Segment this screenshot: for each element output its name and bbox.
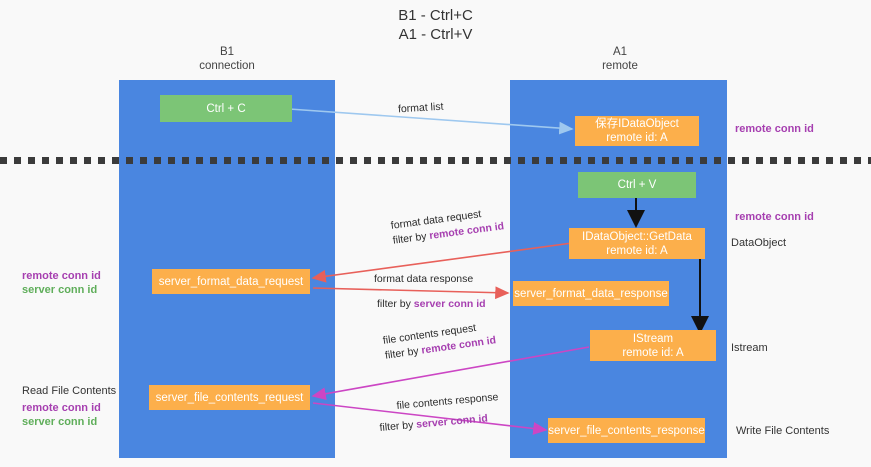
edge-label-format-list-text: format list xyxy=(397,100,444,116)
edge-label-file-contents-request-filter-prefix: filter by xyxy=(384,344,423,362)
annotation-read-file-contents: Read File Contents xyxy=(22,385,117,397)
edge-label-format-data-response-filter-prefix: filter by xyxy=(377,298,414,310)
edge-label-format-data-response-filter-value: server conn id xyxy=(413,298,486,310)
swimlane-header-b1-title: B1 xyxy=(219,46,235,58)
annotation-istream: Istream xyxy=(731,342,768,354)
edge-label-format-data-response: format data response xyxy=(374,272,473,287)
annotation-left-remote-conn-id-2: remote conn id xyxy=(22,402,101,414)
box-server-format-data-request-label: server_format_data_request xyxy=(158,275,304,288)
box-server-format-data-request[interactable]: server_format_data_request xyxy=(152,269,310,294)
box-ctrl-c[interactable]: Ctrl + C xyxy=(160,95,292,122)
edge-label-format-data-response-text: format data response xyxy=(374,273,474,285)
box-server-format-data-response[interactable]: server_format_data_response xyxy=(513,281,669,306)
box-server-file-contents-response[interactable]: server_file_contents_response xyxy=(548,418,705,443)
connector-format-data-response xyxy=(312,286,510,300)
swimlane-header-b1: B1 connection xyxy=(127,45,327,73)
edge-label-format-data-response-filter: filter by server conn id xyxy=(377,297,486,312)
phase-separator-dashed-line xyxy=(0,157,871,164)
box-server-file-contents-response-label: server_file_contents_response xyxy=(548,424,705,437)
edge-label-file-contents-response: file contents response xyxy=(396,390,499,414)
annotation-left-server-conn-id-2: server conn id xyxy=(22,416,98,428)
annotation-write-file-contents: Write File Contents xyxy=(736,425,830,437)
swimlane-header-a1-title: A1 xyxy=(612,46,628,58)
edge-label-file-contents-response-text: file contents response xyxy=(396,391,499,412)
edge-label-format-data-request-filter-prefix: filter by xyxy=(392,230,431,247)
annotation-dataobject: DataObject xyxy=(731,237,787,249)
page-title: B1 - Ctrl+C A1 - Ctrl+V xyxy=(0,6,871,44)
box-server-file-contents-request[interactable]: server_file_contents_request xyxy=(149,385,310,410)
box-server-format-data-response-label: server_format_data_response xyxy=(514,287,668,300)
page-title-line2: A1 - Ctrl+V xyxy=(398,26,473,43)
box-ctrl-v-label: Ctrl + V xyxy=(617,179,657,191)
edge-label-file-contents-response-filter-prefix: filter by xyxy=(379,418,417,434)
box-ctrl-v[interactable]: Ctrl + V xyxy=(578,172,696,198)
box-istream-label: IStream remote id: A xyxy=(622,332,684,359)
box-idataobject-getdata-label: IDataObject::GetData remote id: A xyxy=(582,230,692,257)
annotation-remote-conn-id-mid: remote conn id xyxy=(735,211,814,223)
annotation-left-remote-conn-id-1: remote conn id xyxy=(22,270,101,282)
page-title-line1: B1 - Ctrl+C xyxy=(398,7,473,24)
box-server-file-contents-request-label: server_file_contents_request xyxy=(155,391,304,404)
swimlane-header-b1-subtitle: connection xyxy=(199,60,255,72)
swimlane-header-a1-subtitle: remote xyxy=(602,60,638,72)
annotation-remote-conn-id-top: remote conn id xyxy=(735,123,814,135)
edge-label-file-contents-response-filter: filter by server conn id xyxy=(379,412,488,436)
swimlane-header-a1: A1 remote xyxy=(520,45,720,73)
box-istream[interactable]: IStream remote id: A xyxy=(590,330,716,361)
edge-label-format-data-request: format data request filter by remote con… xyxy=(390,204,505,248)
box-store-idataobject-label: 保存IDataObject remote id: A xyxy=(595,118,679,144)
edge-label-file-contents-response-filter-value: server conn id xyxy=(415,412,489,431)
box-ctrl-c-label: Ctrl + C xyxy=(206,102,246,115)
box-idataobject-getdata[interactable]: IDataObject::GetData remote id: A xyxy=(569,228,705,259)
box-store-idataobject[interactable]: 保存IDataObject remote id: A xyxy=(575,116,699,146)
edge-label-format-list: format list xyxy=(398,100,444,118)
edge-label-file-contents-request: file contents request filter by remote c… xyxy=(382,318,497,363)
annotation-left-server-conn-id-1: server conn id xyxy=(22,284,98,296)
